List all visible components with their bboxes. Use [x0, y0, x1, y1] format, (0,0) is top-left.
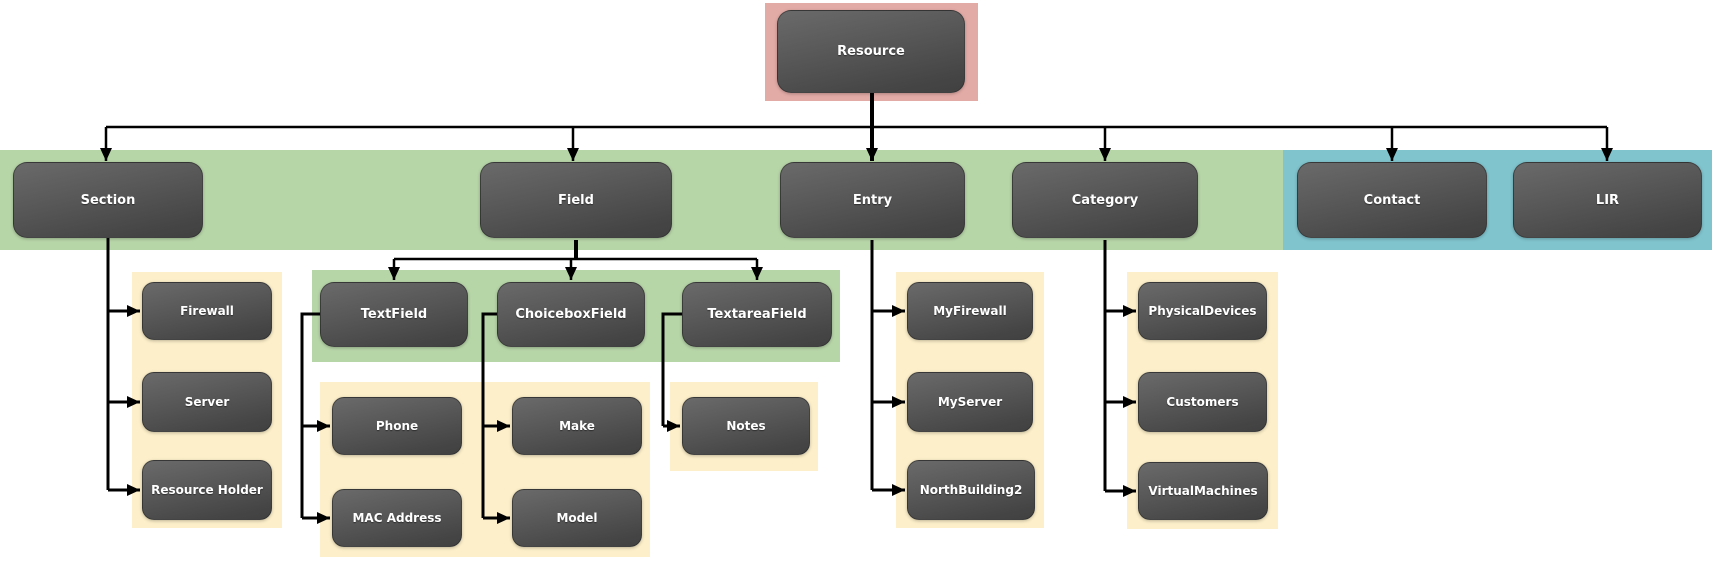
node-server: Server: [142, 372, 272, 432]
node-notes: Notes: [682, 397, 810, 455]
node-lir: LIR: [1513, 162, 1702, 238]
node-field: Field: [480, 162, 672, 238]
node-resource: Resource: [777, 10, 965, 93]
node-choiceboxfield: ChoiceboxField: [497, 282, 645, 347]
node-category: Category: [1012, 162, 1198, 238]
node-make: Make: [512, 397, 642, 455]
node-textareafield: TextareaField: [682, 282, 832, 347]
node-myfirewall: MyFirewall: [907, 282, 1033, 340]
node-firewall: Firewall: [142, 282, 272, 340]
node-resource-holder: Resource Holder: [142, 460, 272, 520]
node-phone: Phone: [332, 397, 462, 455]
node-contact: Contact: [1297, 162, 1487, 238]
node-mac-address: MAC Address: [332, 489, 462, 547]
node-section: Section: [13, 162, 203, 238]
node-customers: Customers: [1138, 372, 1267, 432]
node-myserver: MyServer: [907, 372, 1033, 432]
node-northbuilding2: NorthBuilding2: [907, 460, 1035, 520]
node-physicaldevices: PhysicalDevices: [1138, 282, 1267, 340]
node-textfield: TextField: [320, 282, 468, 347]
node-entry: Entry: [780, 162, 965, 238]
node-model: Model: [512, 489, 642, 547]
node-virtualmachines: VirtualMachines: [1138, 462, 1268, 520]
